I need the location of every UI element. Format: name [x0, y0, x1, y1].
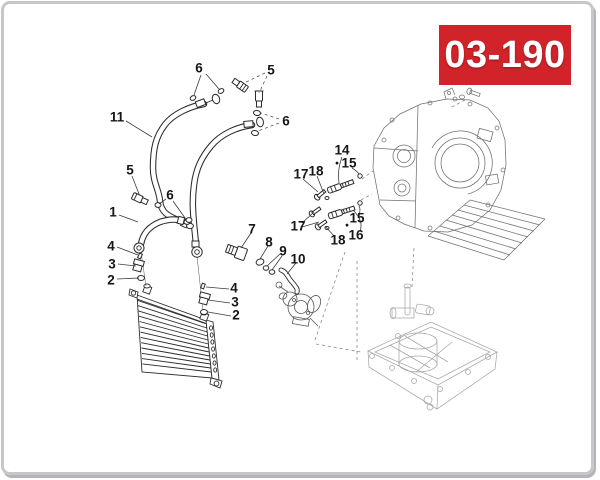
oil-pickup-tube-drawing	[389, 283, 435, 319]
oil-sump-drawing	[367, 321, 498, 411]
oil-cooler-drawing	[128, 283, 223, 389]
leader-lines	[116, 72, 362, 317]
fittings-and-seals	[131, 77, 363, 315]
construction-lines	[314, 99, 466, 363]
page-code-badge: 03-190	[439, 25, 571, 85]
thermostat-housing-drawing	[275, 281, 322, 327]
engine-block-drawing	[372, 87, 546, 261]
short-hose-drawing	[133, 215, 191, 254]
hose-pair-drawing	[149, 93, 264, 258]
